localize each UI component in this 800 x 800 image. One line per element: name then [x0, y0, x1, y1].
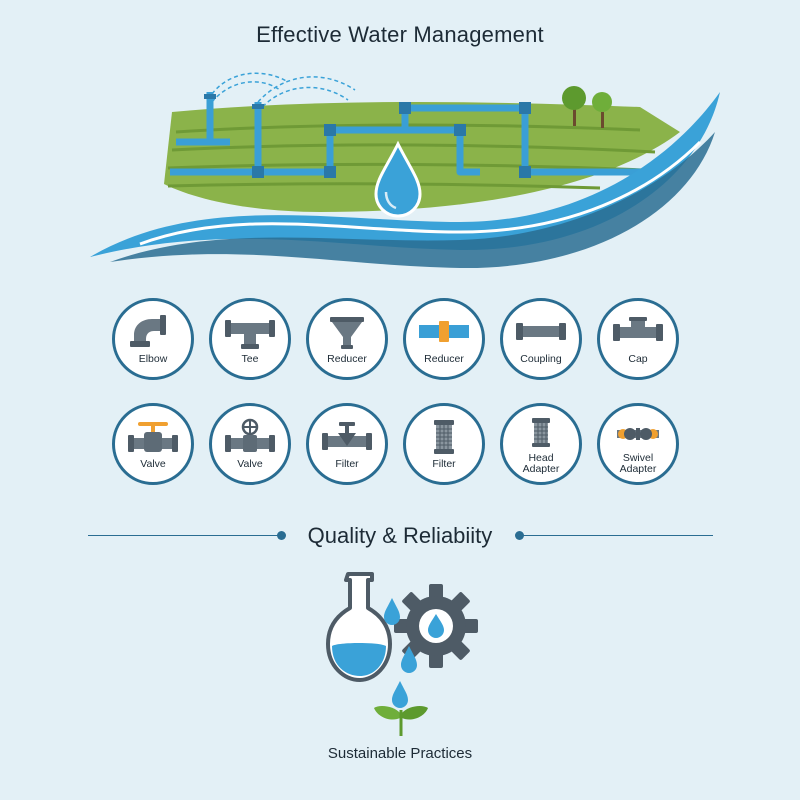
- gear-icon: [394, 584, 478, 668]
- component-reducer[interactable]: Reducer: [403, 298, 485, 380]
- component-label-line-1: Swivel: [622, 452, 654, 464]
- coupling-icon: [516, 323, 566, 340]
- wheel-valve-icon: [225, 418, 275, 452]
- component-valve-gate[interactable]: Valve: [112, 403, 194, 485]
- component-label: Reducer: [424, 353, 464, 365]
- component-swivel-adapter[interactable]: Swivel Adapter: [597, 403, 679, 485]
- component-label: Elbow: [138, 353, 168, 365]
- component-label-line-2: Adapter: [522, 463, 560, 475]
- component-label: Tee: [241, 353, 259, 365]
- reducer-icon: [419, 321, 469, 342]
- component-filter-inline[interactable]: Filter: [306, 403, 388, 485]
- component-label: Swivel Adapter: [602, 453, 674, 475]
- component-elbow[interactable]: Elbow: [112, 298, 194, 380]
- gate-valve-icon: [128, 422, 178, 452]
- page-title: Effective Water Management: [256, 22, 544, 47]
- funnel-reducer-icon: [330, 317, 364, 349]
- component-tee[interactable]: Tee: [209, 298, 291, 380]
- component-label: Filter: [432, 458, 456, 470]
- component-coupling[interactable]: Coupling: [500, 298, 582, 380]
- component-label: Filter: [335, 458, 359, 470]
- water-field-illustration: [90, 72, 720, 269]
- component-label: Coupling: [520, 353, 562, 365]
- cap-icon: [613, 317, 663, 341]
- component-label: Valve: [237, 458, 263, 470]
- head-adapter-icon: [532, 418, 550, 447]
- component-filter-cartridge[interactable]: Filter: [403, 403, 485, 485]
- component-valve-wheel[interactable]: Valve: [209, 403, 291, 485]
- component-cap[interactable]: Cap: [597, 298, 679, 380]
- inline-filter-icon: [322, 422, 372, 450]
- footer-caption: Sustainable Practices: [327, 745, 473, 762]
- quality-lab-gear-icon: [326, 572, 478, 736]
- swivel-adapter-icon: [617, 428, 659, 440]
- component-label-line-2: Adapter: [619, 463, 657, 475]
- tee-icon: [225, 320, 275, 349]
- component-label: Head Adapter: [505, 453, 577, 475]
- divider-line-left: [88, 535, 278, 536]
- component-label: Valve: [140, 458, 166, 470]
- component-head-adapter[interactable]: Head Adapter: [500, 403, 582, 485]
- section-title: Quality & Reliabiity: [307, 523, 493, 548]
- component-label-line-1: Head: [528, 452, 554, 464]
- component-label: Cap: [628, 353, 648, 365]
- cartridge-filter-icon: [434, 420, 454, 454]
- section-divider: Quality & Reliabiity: [0, 518, 800, 554]
- divider-dot-left: [277, 531, 286, 540]
- divider-line-right: [523, 535, 713, 536]
- component-label: Reducer: [327, 353, 367, 365]
- component-reducer-funnel[interactable]: Reducer: [306, 298, 388, 380]
- divider-dot-right: [515, 531, 524, 540]
- seedling-icon: [374, 705, 428, 736]
- elbow-icon: [130, 315, 166, 347]
